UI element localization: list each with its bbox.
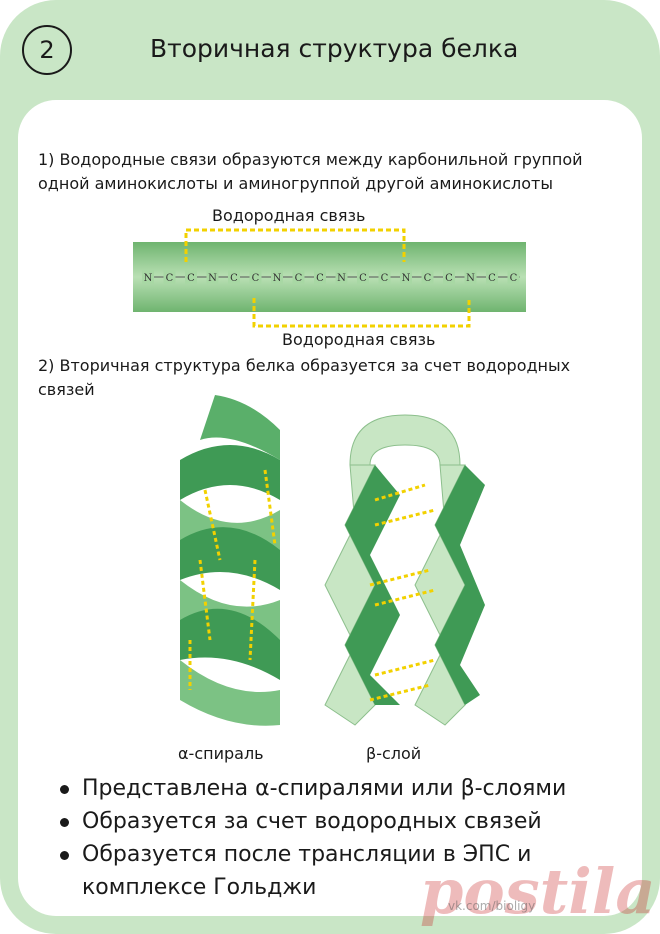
chain-atom-bg: [185, 270, 197, 284]
chain-atom-bg: [464, 270, 477, 284]
point-1-text: 1) Водородные связи образуются между кар…: [38, 150, 583, 193]
helix-hbond: [248, 559, 257, 661]
sheet-strand-left-dark: [345, 465, 400, 705]
page-title: Вторичная структура белка: [150, 34, 519, 63]
chain-atom-bg: [400, 270, 412, 284]
chain-atom: C: [488, 273, 496, 284]
hbond-top: [184, 228, 406, 262]
sheet-hbond: [374, 483, 426, 502]
chain-atom-bg: [249, 270, 262, 284]
chain-atom: C: [445, 273, 453, 284]
helix-turn: [180, 608, 280, 680]
chain-atom: C: [187, 273, 195, 284]
chain-atom: N: [144, 273, 153, 284]
chain-atom-bg: [335, 270, 348, 284]
slide-number: 2: [22, 25, 72, 75]
chain-atom: C: [295, 273, 303, 284]
chain-atom-bg: [314, 270, 326, 284]
content-panel: [18, 100, 642, 916]
bullet-icon: [60, 818, 69, 827]
chain-atom-bg: [443, 270, 455, 284]
watermark-logo: postila.ru: [420, 855, 660, 928]
chain-atom-bg: [357, 270, 369, 284]
alpha-helix-label: α-спираль: [178, 744, 264, 763]
bullet-icon: [60, 785, 69, 794]
helix-hbond: [203, 489, 222, 561]
sheet-turn: [349, 414, 461, 466]
sheet-hbond: [369, 568, 431, 587]
chain-atom: C: [381, 273, 389, 284]
chain-atom-bg: [507, 270, 520, 284]
list-item: Образуется за счет водородных связей: [60, 805, 620, 838]
helix-turn: [180, 445, 280, 500]
helix-turn: [180, 660, 280, 726]
sheet-hbond: [374, 658, 436, 677]
hbond-label-bottom: Водородная связь: [282, 330, 436, 349]
chain-atom-bg: [206, 270, 219, 284]
list-item: Образуется после трансляции в ЭПС и комп…: [60, 838, 620, 904]
beta-sheet-diagram: [324, 414, 485, 726]
sheet-hbond: [374, 588, 436, 607]
sheet-hbond: [374, 508, 436, 527]
chain-atom: C: [230, 273, 238, 284]
chain-atom-bg: [228, 270, 240, 284]
list-item: Представлена α-спиралями или β-слоями: [60, 772, 620, 805]
bullet-icon: [60, 851, 69, 860]
sheet-strand-right-dark: [435, 465, 485, 705]
chain-atom-bg: [421, 270, 434, 284]
sheet-hbond: [369, 683, 431, 702]
chain-atom-bg: [378, 270, 391, 284]
hbond-label-top: Водородная связь: [212, 206, 366, 225]
chain-atom: N: [273, 273, 282, 284]
helix-top: [200, 395, 280, 460]
watermark-link: vk.com/bioligy: [448, 899, 536, 913]
chain-atom: N: [402, 273, 411, 284]
chain-atom: N: [466, 273, 475, 284]
chain-atom: C: [359, 273, 367, 284]
chain-atom-bg: [142, 270, 154, 284]
chain-atom: N: [337, 273, 346, 284]
chain-atom-bg: [271, 270, 283, 284]
helix-hbond: [263, 469, 277, 546]
hbond-bottom: [252, 298, 471, 328]
point-2-text: 2) Вторичная структура белка образуется …: [38, 356, 571, 399]
summary-list: Представлена α-спиралями или β-слоями Об…: [60, 772, 620, 904]
chain-atom: N: [208, 273, 217, 284]
chain-atom-bg: [486, 270, 498, 284]
chain-atom: C: [424, 273, 432, 284]
alpha-helix-diagram: [180, 395, 280, 726]
chain-atom: C: [510, 273, 518, 284]
chain-atom-bg: [292, 270, 305, 284]
chain-atom: C: [316, 273, 324, 284]
beta-sheet-label: β-слой: [366, 744, 422, 763]
chain-atom: C: [166, 273, 174, 284]
chain-atom-bg: [163, 270, 176, 284]
chain-atom: C: [252, 273, 260, 284]
